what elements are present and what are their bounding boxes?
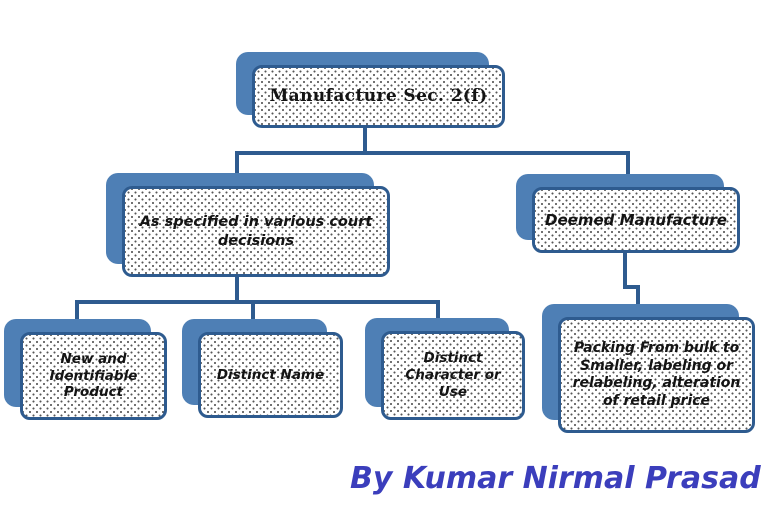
node-label: As specified in various court decisions	[139, 214, 373, 249]
node-label: New and Identifiable Product	[49, 350, 138, 401]
node-face: Distinct Name	[198, 332, 343, 418]
node-new-identifiable-product: New and Identifiable Product	[4, 319, 167, 420]
node-court-decisions: As specified in various court decisions	[106, 173, 390, 277]
node-distinct-character-or-use: Distinct Character or Use	[365, 318, 525, 420]
node-face: Manufacture Sec. 2(f)	[252, 65, 505, 128]
node-packing-relabeling: Packing From bulk to Smaller, labeling o…	[542, 304, 755, 433]
node-face: Packing From bulk to Smaller, labeling o…	[558, 317, 755, 433]
connector-level2-rail	[235, 151, 630, 176]
connector-level3-rail	[75, 300, 440, 323]
author-credit: By Kumar Nirmal Prasad	[350, 461, 761, 496]
node-label: Deemed Manufacture	[545, 210, 727, 229]
node-face: New and Identifiable Product	[20, 332, 167, 420]
node-label: Distinct Name	[216, 366, 325, 383]
connector-deemed-elbow	[623, 247, 640, 305]
node-face: Deemed Manufacture	[532, 187, 740, 253]
node-label: Distinct Character or Use	[405, 350, 501, 400]
node-label: Packing From bulk to Smaller, labeling o…	[572, 340, 741, 409]
node-distinct-name: Distinct Name	[182, 319, 343, 418]
node-manufacture-sec-2f: Manufacture Sec. 2(f)	[236, 52, 505, 128]
node-label: Manufacture Sec. 2(f)	[269, 85, 488, 106]
node-face: As specified in various court decisions	[122, 186, 390, 277]
node-deemed-manufacture: Deemed Manufacture	[516, 174, 740, 253]
node-face: Distinct Character or Use	[381, 331, 525, 420]
